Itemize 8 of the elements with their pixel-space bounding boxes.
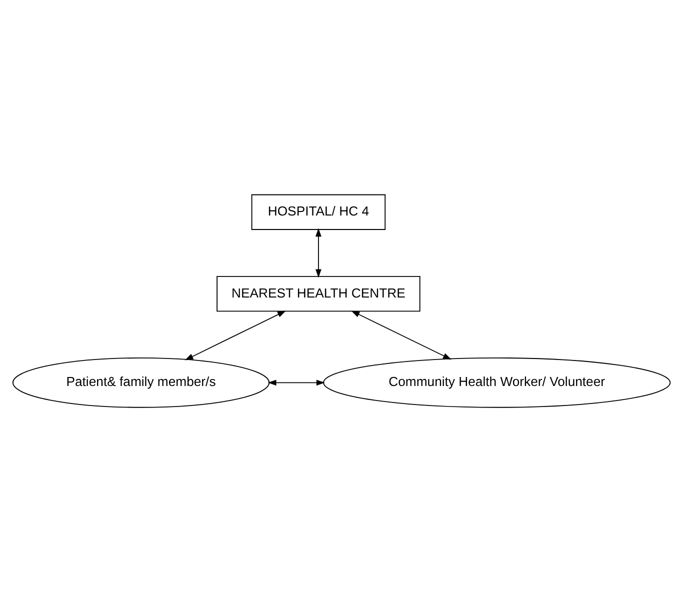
arrow: [268, 380, 325, 386]
arrow: [351, 310, 452, 360]
arrow: [184, 310, 286, 360]
node-box: HOSPITAL/ HC 4: [251, 194, 386, 230]
arrow: [316, 228, 322, 278]
node-ellipse: Patient& family member/s: [12, 358, 270, 408]
node-box: NEAREST HEALTH CENTRE: [216, 276, 420, 312]
node-ellipse: Community Health Worker/ Volunteer: [323, 358, 671, 408]
